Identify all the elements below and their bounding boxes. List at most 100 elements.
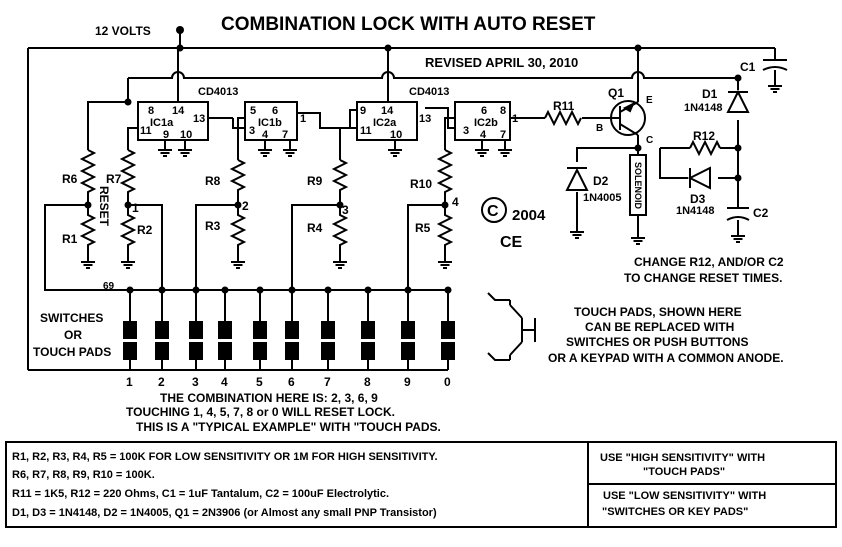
svg-text:D1, D3 = 1N4148, D2 = 1N400: D1, D3 = 1N4148, D2 = 1N4005, Q1 = 2N390… xyxy=(12,507,437,519)
d2-label: D2 xyxy=(593,174,609,188)
svg-text:4: 4 xyxy=(480,129,487,141)
q1-collector-label: C xyxy=(646,135,653,146)
svg-text:14: 14 xyxy=(381,105,394,117)
svg-text:14: 14 xyxy=(172,105,185,117)
node1-label: 1 xyxy=(132,201,139,215)
svg-text:USE "HIGH SENSITIVITY" WITH: USE "HIGH SENSITIVITY" WITH xyxy=(600,452,765,464)
r9-resistor xyxy=(331,159,349,205)
svg-text:10: 10 xyxy=(390,129,402,141)
svg-text:TOUCHING 1, 4, 5, 7, 8 or 0: TOUCHING 1, 4, 5, 7, 8 or 0 WILL RESET L… xyxy=(126,405,395,419)
svg-text:9: 9 xyxy=(163,129,169,141)
d2-part: 1N4005 xyxy=(583,192,622,204)
reset-time-note: CHANGE R12, AND/OR C2 TO CHANGE RESET TI… xyxy=(624,255,784,285)
svg-text:IC1b: IC1b xyxy=(258,117,282,129)
r4-resistor xyxy=(331,205,349,262)
svg-text:3: 3 xyxy=(463,125,469,137)
svg-text:R11 = 1K5, R12 = 220 Ohms, C1: R11 = 1K5, R12 = 220 Ohms, C1 = 1uF Tant… xyxy=(12,488,389,500)
svg-text:USE "LOW SENSITIVITY" WITH: USE "LOW SENSITIVITY" WITH xyxy=(603,490,766,502)
c1-label: C1 xyxy=(740,60,756,74)
svg-text:4: 4 xyxy=(221,375,228,389)
pad-4 xyxy=(218,290,232,370)
push-button-symbol xyxy=(487,292,536,361)
pad-9 xyxy=(401,290,415,370)
r10-label: R10 xyxy=(410,177,432,191)
svg-text:8: 8 xyxy=(500,105,506,117)
solenoid-coil xyxy=(629,154,647,216)
solenoid-label: SOLENOID xyxy=(633,162,643,210)
pad-0 xyxy=(441,290,455,370)
svg-text:8: 8 xyxy=(364,375,371,389)
r7-label: R7 xyxy=(106,172,122,186)
sensitivity-notes: USE "HIGH SENSITIVITY" WITH "TOUCH PADS"… xyxy=(600,452,766,518)
svg-text:9: 9 xyxy=(360,105,366,117)
pad-5 xyxy=(253,290,267,370)
svg-text:CHANGE R12, AND/OR C2: CHANGE R12, AND/OR C2 xyxy=(634,255,784,269)
svg-text:OR A KEYPAD WITH A COMMON ANOD: OR A KEYPAD WITH A COMMON ANODE. xyxy=(548,351,784,365)
r6-label: R6 xyxy=(62,172,78,186)
supply-label: 12 VOLTS xyxy=(95,24,151,38)
svg-text:3: 3 xyxy=(192,375,199,389)
ref69-label: 69 xyxy=(103,281,115,292)
chip-ground-stubs xyxy=(164,140,506,150)
supply-terminal xyxy=(176,26,184,34)
svg-text:9: 9 xyxy=(404,375,411,389)
r6-resistor xyxy=(79,149,97,205)
pad-8 xyxy=(361,290,375,370)
r12-label: R12 xyxy=(693,129,715,143)
svg-text:OR: OR xyxy=(64,328,82,342)
d3-label: D3 xyxy=(690,192,706,206)
r11-label: R11 xyxy=(553,99,575,113)
node3-label: 3 xyxy=(342,203,349,217)
r8-resistor xyxy=(229,159,247,205)
switch-numbers: 1 2 3 4 5 6 7 8 9 0 xyxy=(126,375,451,389)
svg-text:5: 5 xyxy=(250,105,256,117)
r11-resistor xyxy=(544,109,582,127)
r10-resistor xyxy=(436,149,454,205)
r7-resistor xyxy=(119,149,137,205)
svg-text:1: 1 xyxy=(126,375,133,389)
pad-3 xyxy=(189,290,203,370)
svg-text:2: 2 xyxy=(158,375,165,389)
switches-label: SWITCHES OR TOUCH PADS xyxy=(33,311,111,359)
r12-resistor xyxy=(689,139,721,157)
ic2a: 9 14 IC2a 11 10 13 xyxy=(356,101,431,141)
r1-resistor xyxy=(79,205,97,262)
parts-list: R1, R2, R3, R4, R5 = 100K FOR LOW SENSIT… xyxy=(12,451,438,519)
chip1-name: CD4013 xyxy=(198,86,238,98)
pad-7 xyxy=(321,290,335,370)
chip2-name: CD4013 xyxy=(409,86,449,98)
r2-label: R2 xyxy=(137,223,153,237)
wiring xyxy=(27,30,776,371)
q1-base-label: B xyxy=(596,123,603,134)
ic1b: 5 6 IC1b 3 4 7 1 xyxy=(244,101,306,141)
svg-text:THE COMBINATION HERE IS: 2, 3: THE COMBINATION HERE IS: 2, 3, 6, 9 xyxy=(160,391,378,405)
svg-text:3: 3 xyxy=(249,125,255,137)
r5-label: R5 xyxy=(415,221,431,235)
revised-date: REVISED APRIL 30, 2010 xyxy=(425,55,578,70)
resistors xyxy=(79,109,721,262)
q1-label: Q1 xyxy=(608,86,624,100)
parts-table xyxy=(5,441,837,528)
svg-text:5: 5 xyxy=(256,375,263,389)
combination-text: THE COMBINATION HERE IS: 2, 3, 6, 9 TOUC… xyxy=(126,391,441,434)
reset-label: RESET xyxy=(97,186,111,227)
svg-text:TO CHANGE RESET TIMES.: TO CHANGE RESET TIMES. xyxy=(624,271,782,285)
svg-text:"TOUCH PADS": "TOUCH PADS" xyxy=(643,466,725,478)
d3-part: 1N4148 xyxy=(676,205,715,217)
d1-part: 1N4148 xyxy=(684,102,723,114)
svg-text:SWITCHES: SWITCHES xyxy=(40,311,103,325)
svg-text:"SWITCHES OR KEY PADS": "SWITCHES OR KEY PADS" xyxy=(602,506,748,518)
r3-label: R3 xyxy=(205,219,221,233)
copyright-symbol: C xyxy=(487,203,499,220)
svg-text:11: 11 xyxy=(360,125,372,137)
node4-label: 4 xyxy=(452,195,459,209)
diagram-title: COMBINATION LOCK WITH AUTO RESET xyxy=(221,14,596,35)
d1-label: D1 xyxy=(702,87,718,101)
svg-text:IC1a: IC1a xyxy=(150,117,174,129)
r5-resistor xyxy=(436,205,454,262)
touch-pads xyxy=(123,290,455,370)
r1-label: R1 xyxy=(62,232,78,246)
r3-resistor xyxy=(229,205,247,262)
